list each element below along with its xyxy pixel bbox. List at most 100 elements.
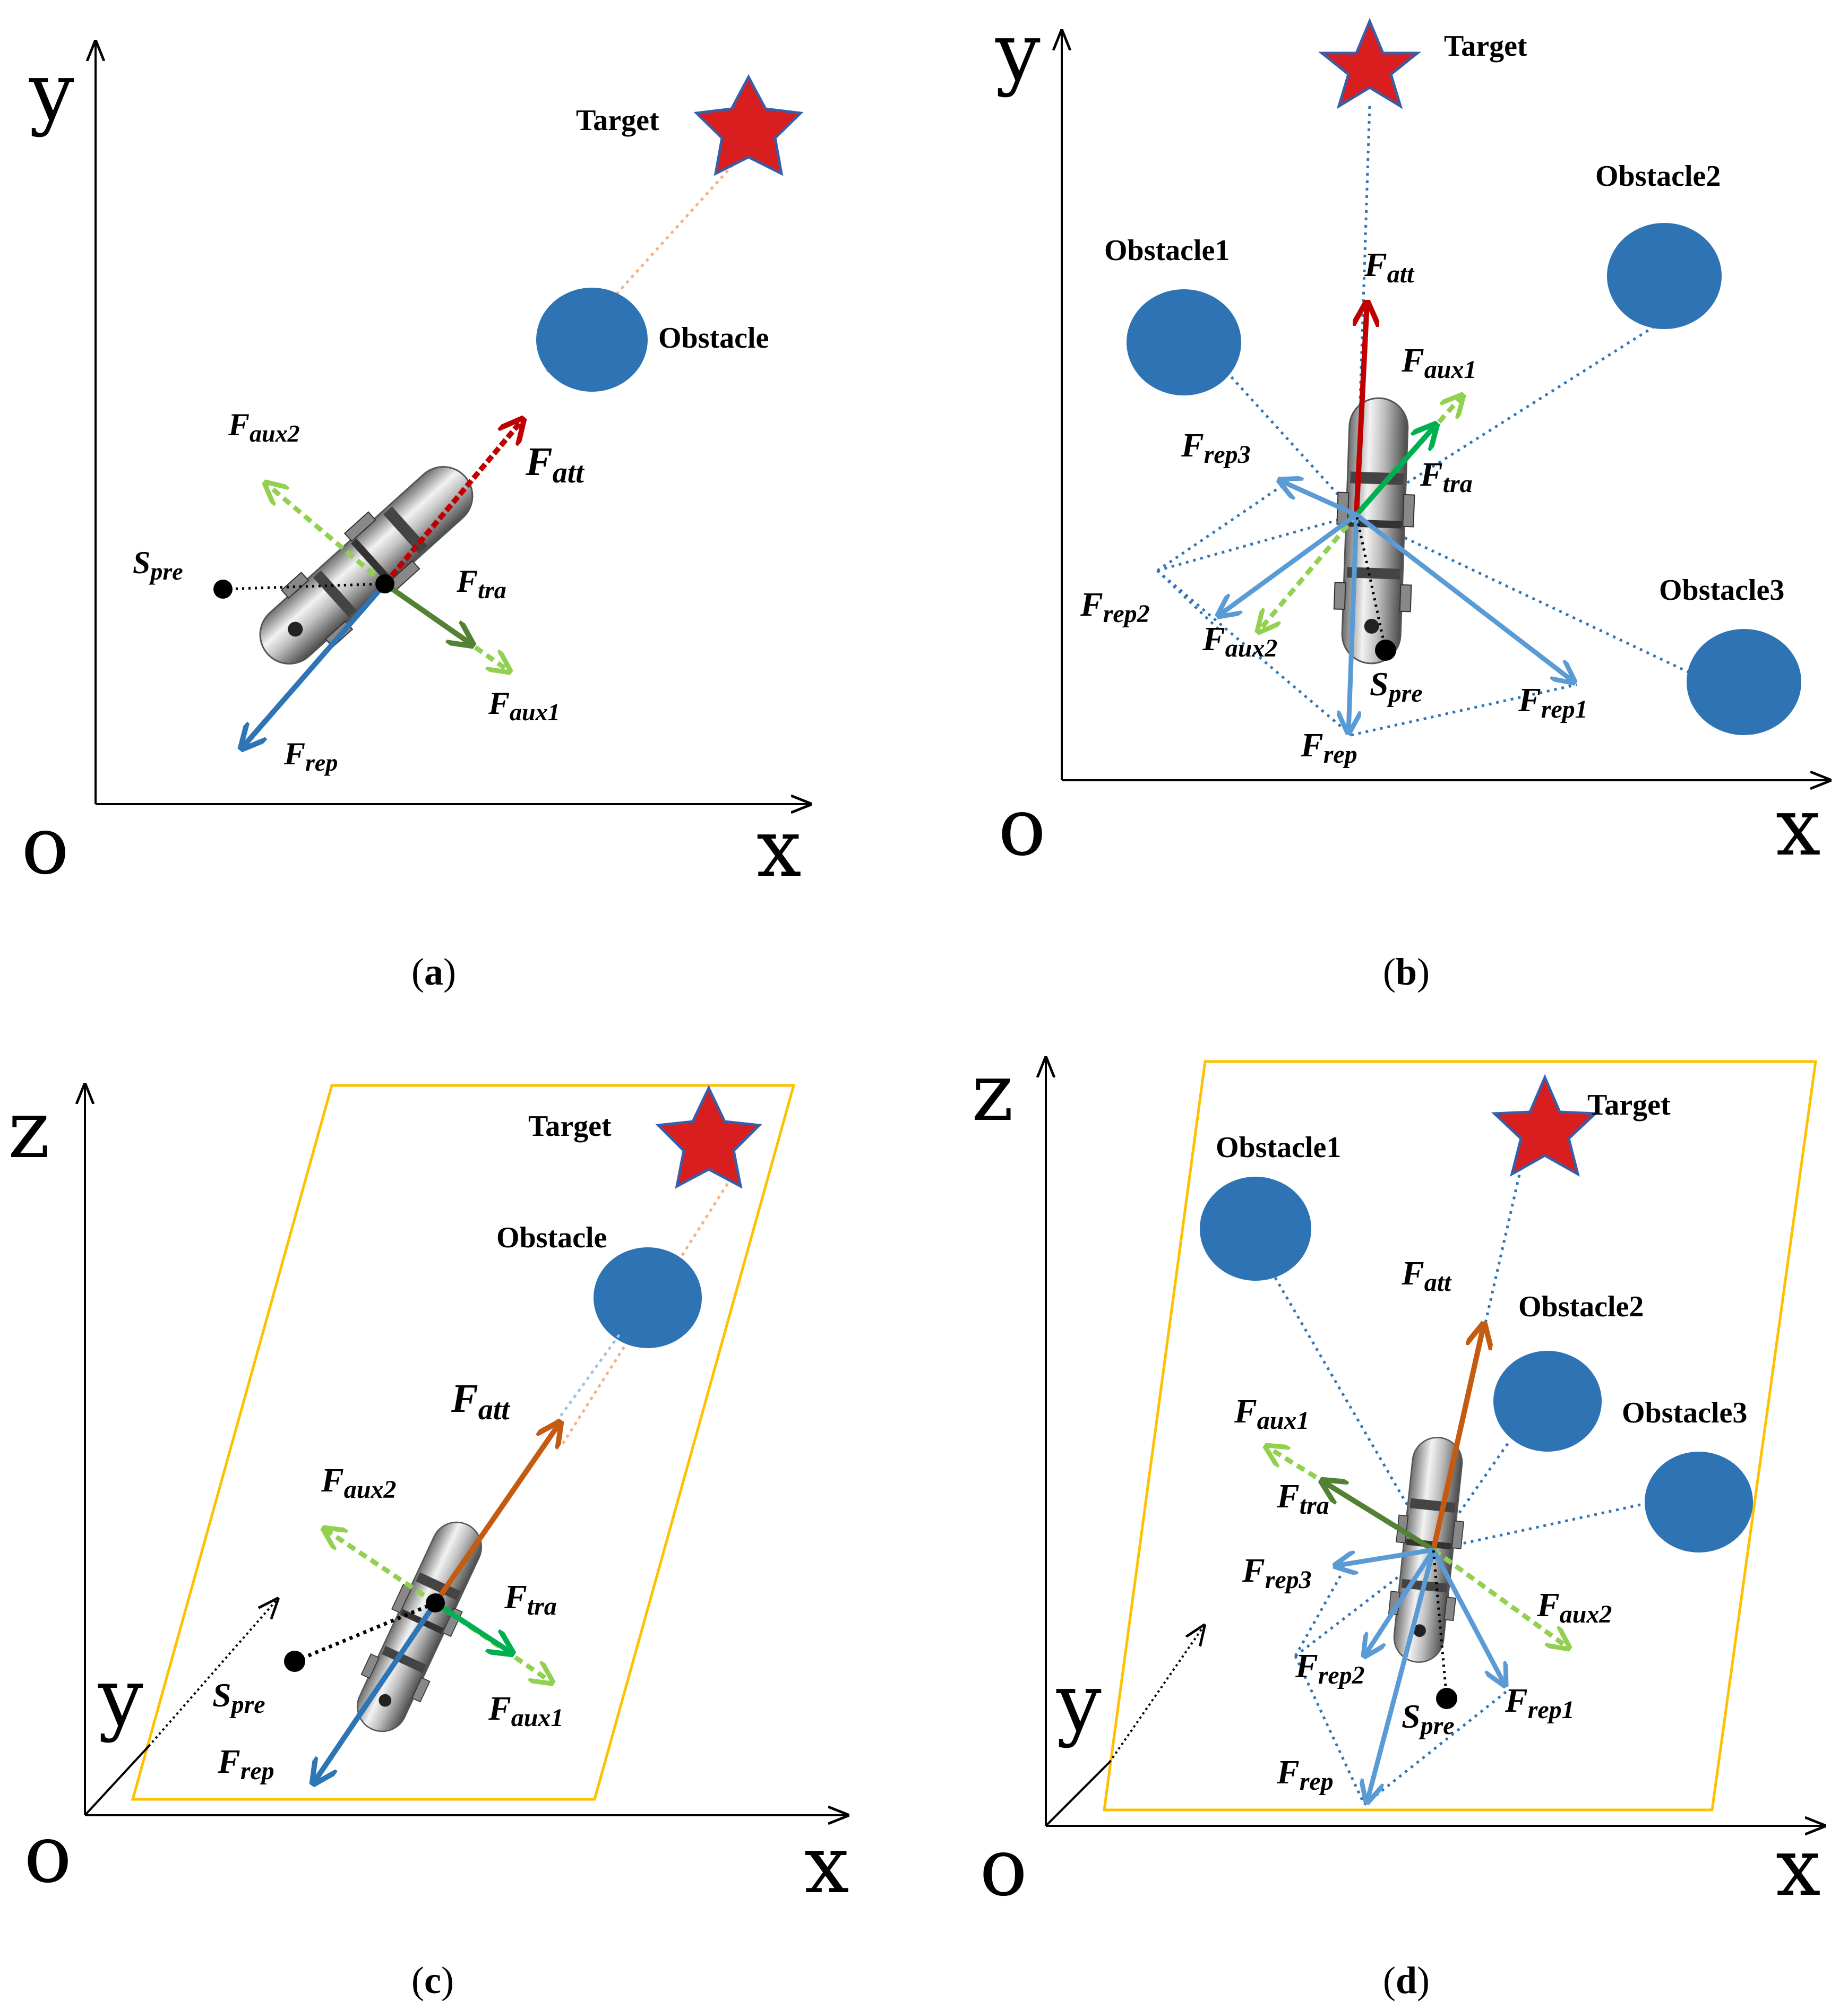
- traction-force-arrow: [383, 581, 472, 645]
- aux2-force-arrow: [265, 483, 386, 586]
- rep-force-arrow: [1348, 514, 1356, 732]
- robot-center-dot: [375, 574, 394, 593]
- star-icon: [1318, 18, 1422, 109]
- dot-icon: [284, 1651, 305, 1672]
- spre-link: [222, 582, 385, 591]
- force-rep2-label: Frep2: [1080, 585, 1150, 628]
- target-label: Target: [1444, 30, 1527, 63]
- target-label: Target: [528, 1110, 612, 1143]
- y-axis-hidden: [148, 1598, 279, 1747]
- force-att-label: Fatt: [451, 1376, 510, 1426]
- origin-label: o: [979, 1822, 1027, 1914]
- y-axis-label: y: [995, 6, 1041, 99]
- obstacle3-icon: [1645, 1452, 1753, 1552]
- target-label: Target: [1587, 1089, 1671, 1122]
- y-axis-solid: [1045, 1761, 1111, 1827]
- spre-label: Spre: [133, 545, 183, 585]
- force-aux2-label: Faux2: [1536, 1586, 1612, 1628]
- star-icon: [1491, 1074, 1599, 1177]
- obstacle2-icon: [1493, 1351, 1602, 1452]
- obstacle1-label: Obstacle1: [1104, 234, 1230, 267]
- force-rep3-label: Frep3: [1181, 426, 1251, 469]
- force-aux1-label: Faux1: [1234, 1392, 1309, 1435]
- caption-a: (a): [411, 951, 456, 993]
- force-rep-label: Frep: [1276, 1753, 1334, 1796]
- y-axis-label: y: [1056, 1657, 1102, 1749]
- y-axis-label: y: [29, 46, 74, 139]
- obstacle1-icon: [1200, 1177, 1311, 1281]
- y-axis-solid: [84, 1745, 150, 1816]
- y-axis-label: y: [98, 1652, 143, 1744]
- dot-icon: [213, 580, 233, 599]
- force-aux1-label: Faux1: [488, 1689, 563, 1732]
- obstacle1-icon: [1127, 289, 1241, 395]
- panel-b: y o x Target Obstacle1 Obstacle2 Obstacl…: [995, 6, 1832, 993]
- plane-outline: [1103, 1060, 1817, 1812]
- attractive-force-arrow: [1431, 1324, 1484, 1551]
- rep1-force-arrow: [1431, 1548, 1505, 1685]
- spre-label: Spre: [1402, 1697, 1455, 1740]
- origin-label: o: [998, 781, 1046, 874]
- obstacle-links: [1156, 106, 1711, 737]
- force-aux2-label: Faux2: [228, 407, 300, 447]
- star-icon: [655, 1085, 762, 1189]
- force-att-label: Fatt: [1401, 1254, 1452, 1297]
- circle-icon: [594, 1247, 702, 1348]
- attractive-force-arrow: [1356, 303, 1367, 515]
- aux2-force-arrow: [324, 1529, 437, 1605]
- obstacle2-label: Obstacle2: [1595, 160, 1721, 193]
- force-rep-label: Frep: [1300, 726, 1357, 769]
- obstacle-label: Obstacle: [658, 322, 769, 355]
- force-tra-label: Ftra: [1276, 1477, 1329, 1520]
- force-rep-label: Frep: [283, 736, 338, 776]
- panel-a: y o x Target Obstacle Fatt Faux2 Ftra Fa…: [21, 40, 812, 993]
- aux2-force-arrow: [1258, 513, 1359, 632]
- force-rep1-label: Frep1: [1505, 1681, 1575, 1724]
- x-axis-label: x: [757, 803, 802, 895]
- panel-d: z y o x Target Obstacle1 Obstacle2 Obsta…: [972, 1047, 1826, 2001]
- traction-force-arrow: [434, 1600, 512, 1653]
- y-axis-hidden: [1108, 1624, 1205, 1763]
- force-aux1-label: Faux1: [1401, 341, 1476, 384]
- force-rep3-label: Frep3: [1242, 1551, 1312, 1594]
- obstacle2-label: Obstacle2: [1518, 1290, 1644, 1323]
- traction-force-arrow: [1354, 425, 1436, 517]
- force-tra-label: Ftra: [1420, 455, 1473, 498]
- force-aux2-label: Faux2: [321, 1461, 396, 1504]
- repulsive-force-arrow: [313, 1601, 438, 1783]
- attractive-force-arrow: [383, 419, 523, 586]
- repulsive-force-arrow: [242, 582, 387, 748]
- force-tra-label: Ftra: [504, 1578, 557, 1620]
- circle-icon: [536, 288, 648, 392]
- rep2-force-arrow: [1218, 513, 1358, 616]
- z-axis-label: z: [972, 1047, 1013, 1139]
- spre-link: [294, 1601, 436, 1663]
- caption-d: (d): [1383, 1959, 1430, 2001]
- force-rep1-label: Frep1: [1518, 681, 1588, 723]
- z-axis-label: z: [8, 1084, 50, 1176]
- target-label: Target: [576, 104, 659, 137]
- obstacle-link: [551, 1331, 623, 1429]
- robot-center-dot: [426, 1593, 445, 1612]
- force-rep-label: Frep: [217, 1743, 274, 1785]
- force-att-label: Fatt: [1364, 246, 1415, 288]
- spre-label: Spre: [1370, 665, 1423, 708]
- dot-icon: [1375, 640, 1396, 661]
- x-axis-label: x: [1776, 1822, 1821, 1914]
- rep1-force-arrow: [1355, 513, 1574, 682]
- origin-label: o: [24, 1808, 72, 1901]
- attractive-force-arrow: [433, 1422, 560, 1605]
- rep-force-arrow: [1367, 1549, 1436, 1802]
- x-axis-label: x: [1776, 781, 1821, 874]
- force-rep2-label: Frep2: [1295, 1647, 1365, 1689]
- obstacle-label: Obstacle: [496, 1221, 607, 1254]
- plane-outline: [131, 1084, 796, 1801]
- aux2-force-arrow: [1432, 1548, 1569, 1648]
- panel-c: z y o x Target Obstacle Fatt Faux2 Ftra …: [8, 1083, 849, 2001]
- obstacle2-icon: [1607, 223, 1722, 329]
- spre-label: Spre: [212, 1676, 265, 1719]
- force-aux1-label: Faux1: [488, 686, 560, 726]
- rep2-force-arrow: [1364, 1548, 1436, 1656]
- rep3-force-arrow: [1335, 1547, 1434, 1566]
- spre-link: [1355, 514, 1387, 651]
